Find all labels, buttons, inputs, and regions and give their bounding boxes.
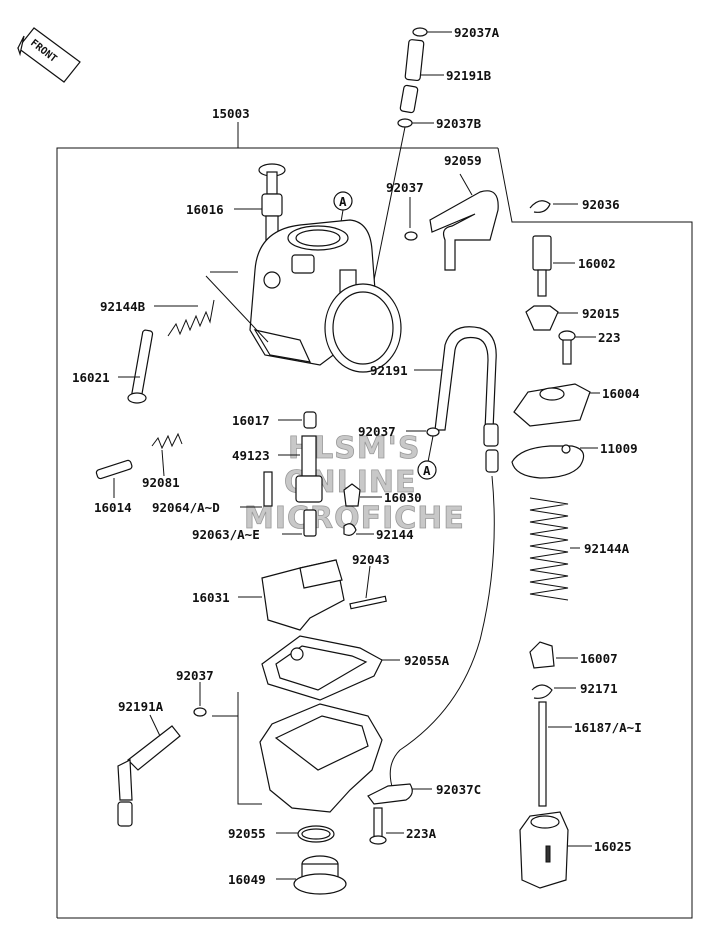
- label-92064: 92064/A~D: [152, 500, 220, 515]
- label-16187: 16187/A~I: [574, 720, 642, 735]
- label-16025: 16025: [594, 839, 632, 854]
- part-16004-cover: 16004: [513, 383, 640, 427]
- part-92081-spring: 92081: [142, 432, 183, 490]
- label-16002: 16002: [578, 256, 616, 271]
- part-92191B-tube: 92191B: [399, 39, 492, 114]
- label-92191B: 92191B: [446, 68, 492, 83]
- part-92037A-clip: 92037A: [412, 25, 500, 40]
- label-223A: 223A: [406, 826, 437, 841]
- label-16017: 16017: [232, 413, 270, 428]
- part-92037C-clip: 92037C: [367, 782, 481, 805]
- part-16021-screw: 16021: [72, 329, 154, 404]
- label-92015: 92015: [582, 306, 620, 321]
- label-92144: 92144: [376, 527, 414, 542]
- part-16049-plug: 16049: [228, 855, 347, 895]
- part-92037-mid-clip: 92037 A: [358, 424, 440, 480]
- part-92144B-spring: 92144B: [100, 271, 269, 343]
- label-16021: 16021: [72, 370, 110, 385]
- part-223A-screw: 223A: [369, 807, 437, 845]
- label-15003: 15003: [212, 106, 250, 121]
- label-92037-low: 92037: [176, 668, 214, 683]
- label-92037-mid: 92037: [358, 424, 396, 439]
- part-92191A-hose: 92191A: [117, 699, 181, 827]
- callout-a-top: A: [333, 191, 353, 229]
- part-16187-needle: 16187/A~I: [538, 701, 642, 807]
- part-92144-spring: 92144: [343, 523, 414, 542]
- label-92191: 92191: [370, 363, 408, 378]
- label-16014: 16014: [94, 500, 132, 515]
- part-92064-jet: 92064/A~D: [152, 471, 273, 515]
- part-92043-pin: 92043: [349, 552, 390, 610]
- part-92037B-clip: 92037B: [397, 116, 482, 131]
- label-92144A: 92144A: [584, 541, 630, 556]
- label-16031: 16031: [192, 590, 230, 605]
- part-16017: 16017: [232, 411, 317, 429]
- part-16007: 16007: [529, 641, 618, 669]
- label-92043: 92043: [352, 552, 390, 567]
- label-92063: 92063/A~E: [192, 527, 260, 542]
- label-16049: 16049: [228, 872, 266, 887]
- label-92144B: 92144B: [100, 299, 146, 314]
- part-16016-plunger: 16016: [186, 163, 286, 241]
- label-16007: 16007: [580, 651, 618, 666]
- part-223-screw: 223: [558, 330, 621, 365]
- part-92191-hose: 92191: [370, 326, 499, 791]
- part-92144A-spring: 92144A: [529, 497, 630, 601]
- part-92055-oring: 92055: [228, 825, 335, 843]
- part-92063-jet: 92063/A~E: [192, 509, 317, 542]
- part-16014-screw: 16014: [94, 459, 133, 515]
- part-49123: 49123: [232, 435, 323, 503]
- callout-a-top-text: A: [339, 194, 347, 209]
- part-16025-slide: 16025: [519, 811, 632, 889]
- label-92191A: 92191A: [118, 699, 164, 714]
- label-92171: 92171: [580, 681, 618, 696]
- front-badge: FRONT: [17, 27, 81, 83]
- watermark: HLSM'S ONLINE MICROFICHE: [244, 431, 465, 537]
- part-92037-low-clip: 92037: [176, 668, 214, 717]
- label-16004: 16004: [602, 386, 640, 401]
- part-92037-top-clip: 92037: [386, 180, 424, 241]
- label-49123: 49123: [232, 448, 270, 463]
- part-16002-adjuster: 16002: [532, 235, 616, 297]
- part-11009-gasket: 11009: [511, 441, 638, 479]
- label-11009: 11009: [600, 441, 638, 456]
- label-92081: 92081: [142, 475, 180, 490]
- assembly-outline: [56, 122, 693, 919]
- part-16030: 16030: [343, 483, 422, 507]
- callout-a-mid-text: A: [423, 463, 431, 478]
- label-92037A: 92037A: [454, 25, 500, 40]
- label-92037C: 92037C: [436, 782, 481, 797]
- label-92059: 92059: [444, 153, 482, 168]
- carburetor-body: [249, 219, 402, 373]
- label-16030: 16030: [384, 490, 422, 505]
- float-bowl: [212, 692, 383, 813]
- part-16031-float: 16031: [192, 559, 345, 631]
- part-92059-hose: 92059: [429, 153, 499, 271]
- label-223: 223: [598, 330, 621, 345]
- label-92055A: 92055A: [404, 653, 450, 668]
- part-92036-ring: 92036: [529, 197, 620, 213]
- part-92055A-gasket: 92055A: [261, 635, 450, 701]
- part-92015-nut: 92015: [525, 305, 620, 331]
- part-92171-clip: 92171: [531, 681, 618, 699]
- label-92037B: 92037B: [436, 116, 482, 131]
- label-16016: 16016: [186, 202, 224, 217]
- label-92055: 92055: [228, 826, 266, 841]
- label-92036: 92036: [582, 197, 620, 212]
- label-92037-top: 92037: [386, 180, 424, 195]
